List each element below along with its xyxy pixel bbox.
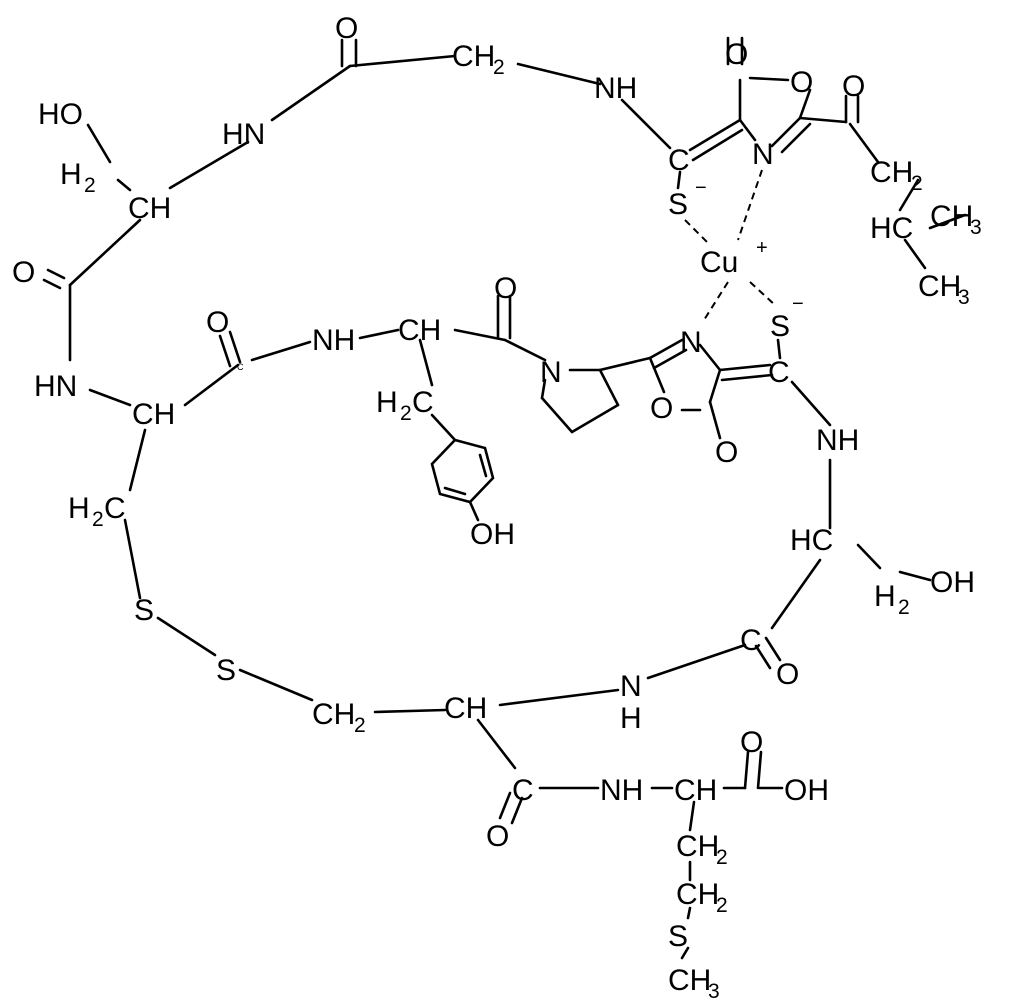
atom-O-ox2a: O [650, 392, 673, 425]
atom-N-ox1: N [752, 138, 774, 171]
atom-S-b: S [216, 654, 236, 687]
atom-NH-tyr: NH [312, 324, 355, 357]
atom-O-ketone: O [842, 70, 865, 103]
atom-O-ser1: O [12, 256, 35, 289]
atom-CH-gly: CH [452, 40, 495, 73]
sub-2-ser1: 2 [84, 174, 96, 197]
atom-H-tyr: H [376, 386, 398, 419]
atom-S-met: S [668, 920, 688, 953]
sub-2-cys: 2 [92, 508, 104, 531]
atom-OH-ser2: OH [930, 566, 975, 599]
atom-HN-ser1: HN [222, 118, 265, 151]
sub-3-b: 3 [958, 286, 970, 309]
atom-N-pro: N [540, 356, 562, 389]
atom-S-thio2: S [770, 310, 790, 343]
atom-O-acid: O [740, 726, 763, 759]
charge-plus: + [756, 237, 768, 259]
sub-2-ser2: 2 [898, 596, 910, 619]
atom-S-thio1: S [668, 188, 688, 221]
atom-O-ox1b: O [790, 66, 813, 99]
atom-O-ser2: O [776, 658, 799, 691]
sub-2-tyr: 2 [400, 402, 412, 425]
atom-O-tyr: O [206, 306, 229, 339]
atom-CH-met: CH [674, 774, 717, 807]
atom-HN-cys: HN [34, 370, 77, 403]
atom-CH-met3: CH [668, 964, 711, 997]
atom-CH-tyr: CH [398, 314, 441, 347]
sub-3-met3: 3 [708, 980, 720, 1003]
atom-H-ser2: H [874, 580, 896, 613]
atom-Cu: Cu [700, 246, 738, 279]
atom-H-ser1: H [60, 158, 82, 191]
atom-HO-ser1: HO [38, 98, 83, 131]
atom-CH3-b: CH [918, 270, 961, 303]
atom-CH-met2: CH [676, 878, 719, 911]
atom-C-ser2: C [740, 624, 762, 657]
charge-minus-1: − [695, 177, 707, 199]
charge-minus-2: − [792, 293, 804, 315]
atom-O-ox2b: O [715, 436, 738, 469]
atom-H-cys: H [68, 492, 90, 525]
atom-CH-ser1: CH [128, 192, 171, 225]
atom-O-met: O [486, 820, 509, 853]
atom-S-a: S [134, 594, 154, 627]
atom-N-ox2: N [680, 326, 702, 359]
atom-OH-acid: OH [784, 774, 829, 807]
sub-3-a: 3 [970, 216, 982, 239]
sub-2-iso1: 2 [911, 172, 923, 195]
atom-CH-low: CH [444, 692, 487, 725]
atom-CH3-a: CH [930, 200, 973, 233]
atom-C-tyr: C [412, 386, 434, 419]
atom-O-ox1a: O [725, 38, 748, 71]
atom-C-cys: C [104, 492, 126, 525]
atom-C-thio1: C [668, 144, 690, 177]
atom-C-thio2: C [768, 356, 790, 389]
atom-NH-ser2: NH [816, 424, 859, 457]
sub-2-gly: 2 [493, 56, 505, 79]
atom-NH-top: NH [594, 72, 637, 105]
atom-HC-iso: HC [870, 212, 913, 245]
atom-N-low: N [620, 670, 642, 703]
atom-CH-iso1: CH [870, 156, 913, 189]
atom-C-small: C [237, 362, 244, 372]
sub-2-met1: 2 [716, 846, 728, 869]
atom-O-gly: O [335, 12, 358, 45]
sub-2-met2: 2 [716, 894, 728, 917]
atom-NH-met: NH [600, 774, 643, 807]
bonds [42, 36, 967, 960]
atom-labels: O CH 2 NH O O O N C S − CH 2 HC CH 3 CH … [12, 12, 982, 1003]
atom-O-tyr2: O [494, 272, 517, 305]
sub-2-disulf: 2 [354, 714, 366, 737]
atom-CH-cys: CH [132, 398, 175, 431]
atom-H-low: H [620, 702, 642, 735]
atom-CH-disulf: CH [312, 698, 355, 731]
atom-CH-met1: CH [676, 830, 719, 863]
atom-HC-ser2: HC [790, 524, 833, 557]
atom-C-met: C [512, 774, 534, 807]
atom-OH-tyr: OH [470, 518, 515, 551]
